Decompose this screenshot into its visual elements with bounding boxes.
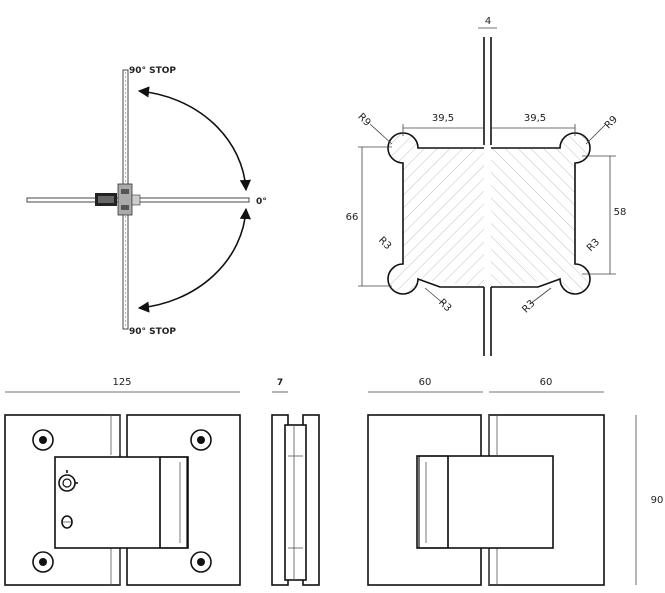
radius-inner-left-label: R3: [376, 235, 393, 252]
height-label: 90: [651, 495, 664, 506]
back-hinge-body: [416, 455, 554, 549]
section-left-half: [388, 133, 484, 294]
right-width-label: 39,5: [524, 113, 546, 124]
side-thickness-label: 7: [277, 378, 283, 388]
glass-thickness-label: 4: [485, 16, 491, 27]
radius-inner-right-label: R3: [585, 237, 602, 254]
front-elevation: 125: [4, 377, 241, 586]
back-left-width-label: 60: [419, 377, 432, 388]
left-width-label: 39,5: [432, 113, 454, 124]
section-detail: 4 39,5 39,5 66 58 R9 R9 R3 R3 R3: [346, 16, 627, 356]
hinge-plate: [117, 183, 133, 216]
swing-arc-bottom: [137, 207, 251, 313]
front-hinge-body: [54, 456, 189, 549]
left-height-label: 66: [346, 212, 359, 223]
swing-arc-top: [137, 86, 251, 192]
front-width-label: 125: [112, 377, 131, 388]
screw-icon: [32, 429, 212, 573]
side-elevation: 7: [271, 378, 320, 586]
right-height-label: 58: [614, 207, 627, 218]
set-screw-icon: [61, 515, 73, 529]
section-right-half: [491, 133, 590, 294]
radius-bottom-right-label: R3: [520, 298, 537, 315]
back-right-width-label: 60: [540, 377, 553, 388]
stop-top-label: 90° STOP: [129, 66, 176, 76]
back-elevation: 60 60 90: [367, 377, 664, 586]
radius-top-left-label: R9: [355, 112, 372, 129]
radius-top-right-label: R9: [603, 114, 620, 131]
swing-diagram: 90° STOP 90° STOP 0°: [26, 66, 267, 337]
stop-bottom-label: 90° STOP: [129, 327, 176, 337]
zero-degree-label: 0°: [256, 197, 267, 207]
